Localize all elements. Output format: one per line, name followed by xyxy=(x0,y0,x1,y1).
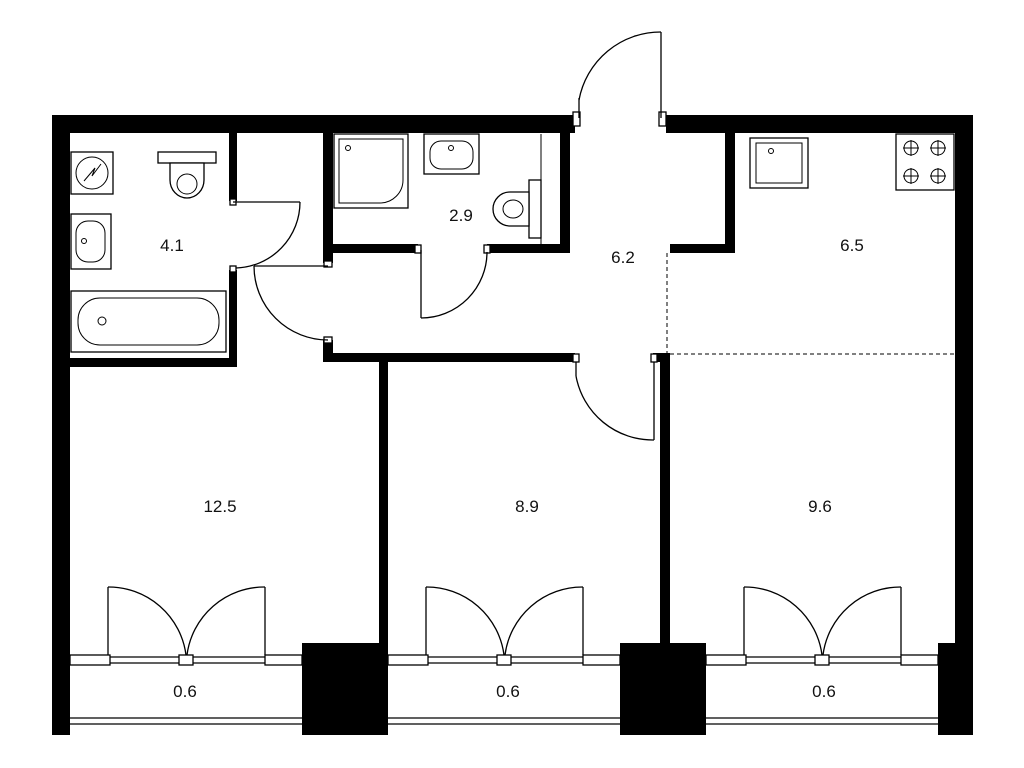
open-plan-separators xyxy=(666,253,955,355)
interior-walls xyxy=(70,133,735,643)
balcony-middle-glazing xyxy=(387,586,621,725)
washing-machine-icon xyxy=(70,151,114,195)
area-label-bedroom-left: 12.5 xyxy=(203,497,236,516)
area-labels: 4.1 2.9 6.2 6.5 12.5 8.9 9.6 0.6 0.6 0.6 xyxy=(160,206,864,701)
area-label-hallway: 6.2 xyxy=(611,248,635,267)
area-label-balcony-left: 0.6 xyxy=(173,682,197,701)
area-label-balcony-right: 0.6 xyxy=(812,682,836,701)
area-label-living-room: 9.6 xyxy=(808,497,832,516)
shower-tray-icon xyxy=(333,133,409,209)
entrance-door xyxy=(572,31,667,127)
sink-icon-bathroom xyxy=(70,213,112,270)
bathtub-icon xyxy=(70,290,227,353)
area-label-toilet-shower: 2.9 xyxy=(449,206,473,225)
toilet-icon-bathroom xyxy=(157,151,217,199)
toilet-door xyxy=(414,244,491,319)
area-label-bathroom: 4.1 xyxy=(160,236,184,255)
area-label-kitchen: 6.5 xyxy=(840,236,864,255)
doors xyxy=(229,31,667,441)
sink-icon-toilet-room xyxy=(423,133,480,175)
balcony-left-glazing xyxy=(69,586,303,725)
bathroom-door xyxy=(229,198,301,273)
hall-door-south xyxy=(572,353,658,441)
area-label-balcony-middle: 0.6 xyxy=(496,682,520,701)
kitchen-sink-icon xyxy=(749,137,809,189)
hall-door-west xyxy=(253,260,333,344)
outer-walls xyxy=(52,115,973,735)
area-label-bedroom-middle: 8.9 xyxy=(515,497,539,516)
toilet-icon-toilet-room xyxy=(492,179,542,239)
balcony-right-glazing xyxy=(705,586,939,725)
fixtures xyxy=(70,133,955,353)
stove-icon xyxy=(895,133,955,191)
